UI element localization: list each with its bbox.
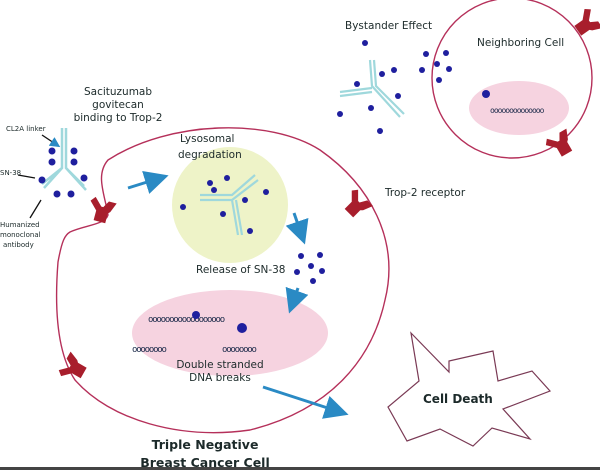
antibody-label: monoclonal bbox=[0, 231, 41, 239]
bystander-label: Bystander Effect bbox=[345, 20, 432, 32]
neighboring-cell-membrane bbox=[431, 0, 593, 159]
cell-death-label: Cell Death bbox=[423, 392, 493, 406]
tumor-cell-membrane bbox=[55, 127, 390, 434]
lysosome bbox=[172, 147, 288, 263]
payload-label: SN-38 bbox=[0, 169, 21, 177]
neighbor-nucleus bbox=[469, 81, 569, 135]
svg-text:oooooooo: oooooooo bbox=[222, 345, 257, 355]
dna-breaks-label: Double stranded bbox=[176, 359, 263, 371]
release-label: Release of SN-38 bbox=[196, 264, 286, 276]
neighbor-cell-label: Neighboring Cell bbox=[477, 37, 564, 49]
receptor-icon bbox=[56, 351, 90, 386]
payload-pointer bbox=[17, 174, 36, 179]
lysosome-label: Lysosomal bbox=[180, 133, 234, 145]
receptor-label: Trop-2 receptor bbox=[384, 187, 466, 199]
degraded-antibody bbox=[180, 174, 269, 236]
bottom-border bbox=[0, 467, 600, 470]
arrow-to-lysosome bbox=[127, 171, 169, 194]
cell-death-shape bbox=[387, 331, 552, 447]
neighbor-dna-strand: oooooooooooooo bbox=[490, 106, 545, 115]
svg-text:oooooooooooooooooo: oooooooooooooooooo bbox=[148, 315, 225, 325]
antibody-label: antibody bbox=[3, 241, 34, 249]
drug-binding-label: binding to Trop-2 bbox=[74, 112, 163, 124]
arrow-to-cell-death bbox=[262, 385, 349, 419]
arrow-to-nucleus bbox=[285, 286, 309, 314]
svg-text:oooooooo: oooooooo bbox=[132, 345, 167, 355]
antibody-label: Humanized bbox=[0, 221, 40, 229]
cell-type-label: Triple Negative bbox=[152, 437, 259, 452]
antibody-pointer bbox=[29, 199, 42, 219]
cell-type-label: Breast Cancer Cell bbox=[140, 455, 270, 470]
drug-name-label: Sacituzumab bbox=[84, 86, 152, 98]
antibody-drug-conjugate bbox=[38, 128, 88, 198]
receptor-icon bbox=[569, 6, 600, 41]
dna-strands: oooooooooooooooooo oooooooo oooooooo bbox=[132, 311, 258, 355]
released-payload bbox=[294, 252, 325, 284]
receptor-icon bbox=[85, 195, 117, 225]
linker-label: CL2A linker bbox=[6, 125, 46, 133]
neighbor-payload-dot bbox=[482, 90, 490, 98]
receptor-icon bbox=[339, 186, 374, 222]
linker-pointer bbox=[41, 134, 61, 148]
bystander-antibody bbox=[337, 40, 452, 134]
dna-breaks-label: DNA breaks bbox=[189, 372, 251, 384]
receptor-icon bbox=[543, 127, 578, 161]
nucleus bbox=[132, 290, 328, 376]
drug-name-label: govitecan bbox=[92, 99, 144, 111]
arrow-to-release bbox=[285, 212, 309, 245]
lysosome-label: degradation bbox=[178, 149, 242, 161]
